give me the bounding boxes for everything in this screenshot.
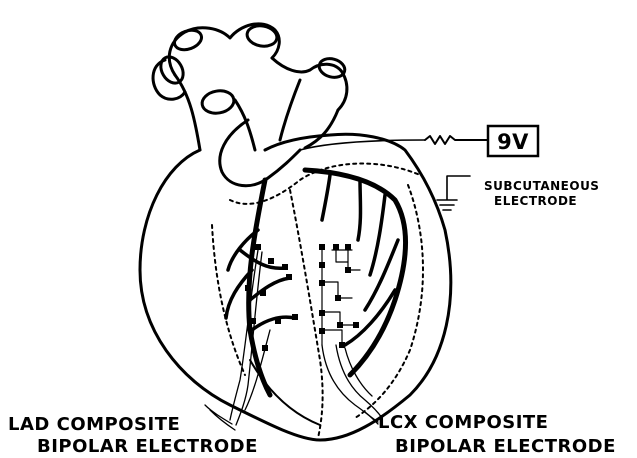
- lcx-branch-2: [358, 180, 361, 240]
- ground-electrode-label-line1: SUBCUTANEOUS: [484, 179, 599, 193]
- ground-electrode-label-line2: ELECTRODE: [494, 194, 577, 208]
- lcx-branch-1: [322, 175, 330, 220]
- coronary-vessels: [226, 170, 406, 425]
- battery-lead-wire: [300, 140, 425, 150]
- lead-labels: LAD COMPOSITE BIPOLAR ELECTRODE LCX COMP…: [8, 405, 616, 457]
- heart-left-contour: [175, 75, 200, 150]
- vessel-opening-4: [317, 56, 347, 80]
- pulmonary-trunk: [272, 58, 347, 110]
- lcx-label-line1: LCX COMPOSITE: [378, 412, 548, 433]
- lcx-lead-wires: [322, 345, 382, 422]
- lcx-electrode-dots: [319, 244, 359, 348]
- lad-branch-3: [250, 278, 290, 300]
- lcx-branch-3: [370, 195, 385, 275]
- vessel-opening-1: [172, 27, 204, 53]
- lad-branch-4: [252, 317, 295, 330]
- vessel-opening-5: [200, 88, 235, 115]
- lcx-artery: [305, 170, 406, 375]
- lad-label-line1: LAD COMPOSITE: [8, 414, 180, 435]
- stimulation-circuit: 9V SUBCUTANEOUS ELECTRODE: [300, 126, 599, 210]
- heart-outline: [140, 134, 451, 440]
- lcx-label-line2: BIPOLAR ELECTRODE: [395, 436, 616, 457]
- lad-label-line2: BIPOLAR ELECTRODE: [37, 436, 258, 457]
- battery-label: 9V: [497, 130, 529, 154]
- left-atrial-appendage: [220, 120, 300, 186]
- resistor-icon: [425, 136, 488, 144]
- ground-icon: [437, 176, 470, 210]
- pulmonary-artery-branch: [235, 80, 338, 150]
